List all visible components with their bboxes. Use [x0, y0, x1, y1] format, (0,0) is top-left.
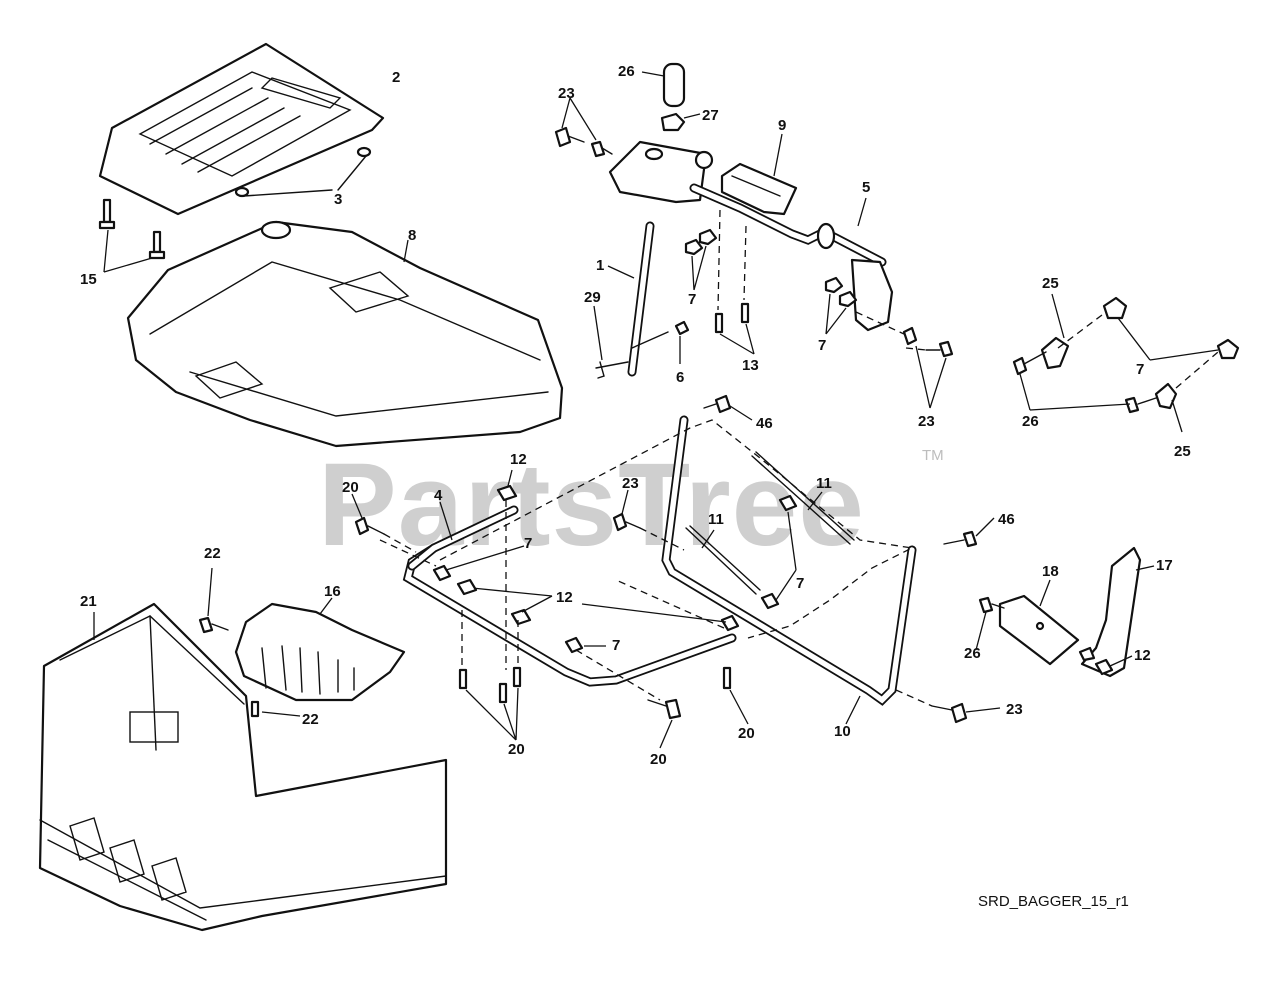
callout-10: 10 [834, 723, 851, 740]
part-1-rod [607, 221, 655, 377]
part-7-nuts-a [684, 228, 718, 291]
part-15-screws [98, 198, 166, 273]
part-27-nut [660, 112, 701, 132]
callout-labels: 2 3 15 8 26 27 23 9 5 1 29 6 7 13 7 23 2… [80, 63, 1191, 768]
callout-23-top: 23 [558, 85, 575, 102]
part-9-handle [720, 133, 798, 216]
part-5-shaft [689, 183, 887, 267]
callout-8: 8 [408, 227, 416, 244]
watermark-text: PartsTree [318, 439, 865, 571]
part-6-bolt [631, 320, 690, 364]
callout-4: 4 [434, 487, 443, 504]
part-16-deflector [234, 597, 406, 702]
callout-23-center: 23 [622, 475, 639, 492]
callout-27: 27 [702, 107, 719, 124]
part-23-center-screw [612, 489, 685, 551]
part-23-mid-screws [855, 311, 954, 409]
callout-21: 21 [80, 593, 97, 610]
part-7-nuts-frame [432, 545, 661, 701]
part-23-top-screws [554, 97, 613, 158]
callout-25-top: 25 [1042, 275, 1059, 292]
part-12-nuts [471, 469, 740, 670]
part-11-rods [685, 451, 855, 610]
callout-23-mid: 23 [918, 413, 935, 430]
callout-7-c: 7 [524, 535, 532, 552]
callout-5: 5 [862, 179, 870, 196]
callout-7-right: 7 [1136, 361, 1144, 378]
callout-20-right: 20 [738, 725, 755, 742]
callout-1: 1 [596, 257, 604, 274]
part-4-bar [407, 501, 519, 571]
part-13-bolts [714, 209, 755, 355]
part-pivot-bracket [608, 140, 714, 204]
callout-26-right: 26 [1022, 413, 1039, 430]
part-12-right-nut [1078, 646, 1133, 676]
callout-25-bottom: 25 [1174, 443, 1191, 460]
callout-7-e: 7 [612, 637, 620, 654]
part-lever-plate [824, 258, 894, 335]
callout-6: 6 [676, 369, 684, 386]
part-26-lower-screw [975, 596, 1005, 651]
callout-13: 13 [742, 357, 759, 374]
callout-22-bottom: 22 [302, 711, 319, 728]
part-3-clips [234, 146, 372, 198]
callout-29: 29 [584, 289, 601, 306]
callout-46-top: 46 [756, 415, 773, 432]
callout-12-mid: 12 [556, 589, 573, 606]
part-18-plate [998, 579, 1080, 666]
callout-20-center: 20 [508, 741, 525, 758]
callout-16: 16 [324, 583, 341, 600]
callout-11-b: 11 [816, 475, 832, 492]
callout-7-a: 7 [688, 291, 696, 308]
callout-20-bottom: 20 [650, 751, 667, 768]
callout-9: 9 [778, 117, 786, 134]
part-17-bracket [1080, 546, 1155, 678]
callout-26-top: 26 [618, 63, 635, 80]
watermark-trademark: TM [922, 447, 944, 464]
part-26-tube [641, 62, 686, 108]
callout-15: 15 [80, 271, 97, 288]
callout-23-bottom-right: 23 [1006, 701, 1023, 718]
part-20-bolts [351, 493, 749, 749]
callout-20-left: 20 [342, 479, 359, 496]
callout-12-right: 12 [1134, 647, 1151, 664]
part-46-screws [703, 394, 995, 548]
callout-46-right: 46 [998, 511, 1015, 528]
callout-2: 2 [392, 69, 400, 86]
callout-17: 17 [1156, 557, 1173, 574]
callout-7-d: 7 [796, 575, 804, 592]
callout-18: 18 [1042, 563, 1059, 580]
part-22-screws [198, 567, 301, 718]
part-8-hood [126, 220, 564, 448]
part-outline-dashed [379, 419, 915, 639]
callout-12-top: 12 [510, 451, 527, 468]
diagram-reference-code: SRD_BAGGER_15_r1 [978, 893, 1129, 910]
callout-22-top: 22 [204, 545, 221, 562]
callout-11-a: 11 [708, 511, 724, 528]
callout-26-lower: 26 [964, 645, 981, 662]
part-29-pin [593, 305, 629, 379]
part-right-linkage [1012, 293, 1240, 433]
part-21-bag [38, 602, 448, 932]
callout-3: 3 [334, 191, 342, 208]
callout-7-b: 7 [818, 337, 826, 354]
part-23-bottom-right-screw [895, 689, 1001, 724]
part-2-top-cover [98, 42, 385, 216]
